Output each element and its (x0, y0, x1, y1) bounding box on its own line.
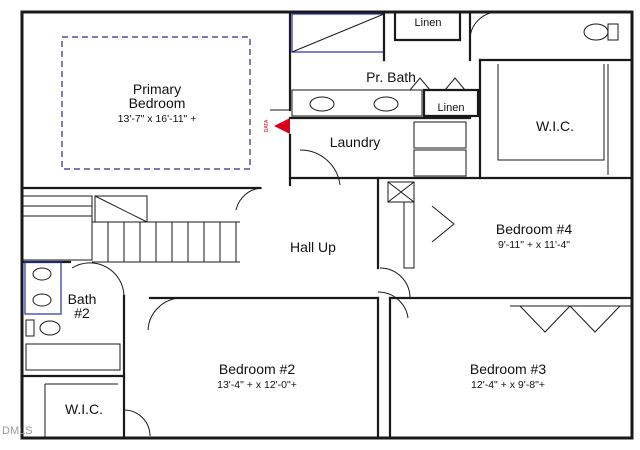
linen-top-label: Linen (415, 17, 442, 29)
bedroom-4: Bedroom #4 9'-11" + x 11'-4" (376, 176, 634, 300)
stairs (21, 187, 263, 263)
wic-primary-label: W.I.C. (536, 118, 574, 134)
toilet-icon (39, 320, 61, 336)
bedroom-4-dims: 9'-11" + x 11'-4" (498, 239, 570, 251)
hall: Hall Up (290, 239, 411, 319)
bedroom-3-label: Bedroom #3 (470, 361, 546, 377)
exterior-walls (20, 10, 634, 440)
sink-icon (373, 96, 399, 112)
dryer-icon (413, 149, 467, 177)
data-marker-label: DATA (264, 119, 270, 132)
bedroom-2: Bedroom #2 13'-4" + x 12'-0"+ (147, 296, 380, 440)
sink-icon (32, 293, 52, 307)
bedroom-4-label: Bedroom #4 (496, 221, 572, 237)
sink-icon (309, 96, 335, 112)
laundry: Laundry (288, 121, 634, 186)
wic-bedroom-2: W.I.C. (44, 383, 151, 438)
toilet-tank (25, 319, 35, 337)
bedroom-3-dims: 12'-4" + x 9'-8"+ (471, 379, 545, 391)
bedroom-2-dims: 13'-4" + x 12'-0"+ (217, 379, 297, 391)
primary-bath: Linen Linen Pr. Bath (288, 10, 619, 120)
pr-bath-label: Pr. Bath (366, 69, 416, 85)
primary-wic: W.I.C. (478, 58, 634, 180)
data-marker-icon (274, 118, 290, 134)
hall-label: Hall Up (290, 239, 336, 255)
bedroom-2-label: Bedroom #2 (219, 361, 295, 377)
primary-bedroom-label-line1: Primary (133, 81, 181, 97)
bath-2: Bath #2 (20, 260, 126, 440)
laundry-label: Laundry (330, 134, 381, 150)
vanity (24, 261, 62, 315)
toilet-icon (583, 23, 609, 41)
wic-bed2-label: W.I.C. (65, 401, 103, 417)
bath-2-label-line2: #2 (74, 305, 90, 321)
sink-icon (32, 267, 52, 281)
primary-bedroom-ceiling-outline (61, 36, 251, 170)
bathtub-icon (25, 343, 121, 371)
watermark: DMLS (2, 425, 33, 437)
primary-bedroom-dims: 13'-7" x 16'-11" + (118, 113, 197, 125)
primary-bedroom: DATA Primary Bedroom 13'-7" x 16'-11" + (20, 10, 292, 190)
bedroom-3: Bedroom #3 12'-4" + x 9'-8"+ (388, 296, 632, 440)
primary-bedroom-label-line2: Bedroom (129, 95, 186, 111)
toilet-tank (607, 23, 619, 41)
bath-2-label-line1: Bath (68, 291, 97, 307)
washer-icon (413, 121, 467, 149)
linen-mid-label: Linen (438, 102, 465, 114)
